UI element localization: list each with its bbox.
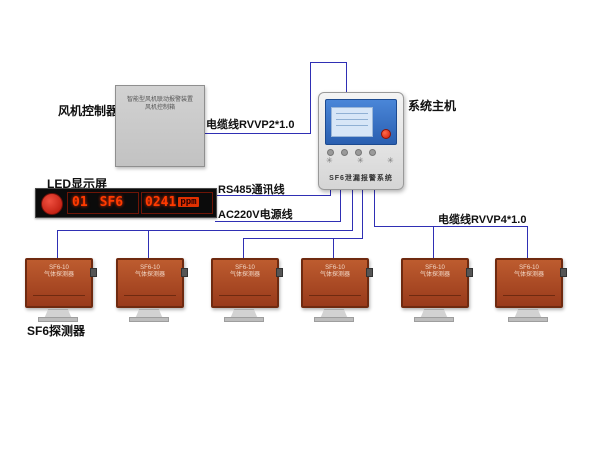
host-buttons xyxy=(327,149,395,156)
system-host-label: 系统主机 xyxy=(408,99,457,113)
detector-connector xyxy=(466,268,473,277)
wire-host-down xyxy=(374,188,375,227)
system-host-device: SF6泄漏报警系统 xyxy=(318,92,404,190)
detector-connector xyxy=(276,268,283,277)
ac220v-label: AC220V电源线 xyxy=(218,209,293,221)
brand-logo-icon xyxy=(41,193,63,215)
wire-rs485 xyxy=(215,195,330,196)
detector-connector xyxy=(90,268,97,277)
wire-host-down xyxy=(352,188,353,231)
detector-stand-base xyxy=(414,317,454,322)
wire-bus-left xyxy=(57,230,353,231)
wire-host-down xyxy=(362,188,363,239)
wire-fan-to-host xyxy=(346,62,347,92)
sf6-detector-5: SF6-10 气体探测器 xyxy=(401,258,473,308)
host-button[interactable] xyxy=(341,149,348,156)
detector-groove xyxy=(309,295,361,296)
wire-ac220v xyxy=(215,221,340,222)
fan-controller-box-text: 智能型风机联动报警装置 xyxy=(126,97,193,103)
rs485-label: RS485通讯线 xyxy=(218,184,285,196)
cable-rvvp2-label: 电缆线RVVP2*1.0 xyxy=(206,119,295,131)
sf6-detector-4: SF6-10 气体探测器 xyxy=(301,258,373,308)
wire-bus-mid xyxy=(243,238,363,239)
wire-drop-detector-2 xyxy=(148,230,149,258)
led-channel-value: 01 xyxy=(72,195,88,210)
led-display-label: LED显示屏 xyxy=(47,177,108,191)
detector-connector xyxy=(366,268,373,277)
detector-name: 气体探测器 xyxy=(43,272,74,278)
vent-icon xyxy=(326,157,333,165)
detector-groove xyxy=(124,295,176,296)
wire-drop-detector-5 xyxy=(433,226,434,258)
led-gas-value: SF6 xyxy=(99,195,124,210)
sf6-detector-label: SF6探测器 xyxy=(27,324,86,338)
host-screen xyxy=(325,99,397,145)
cable-rvvp4-label: 电缆线RVVP4*1.0 xyxy=(438,214,527,226)
detector-name: 气体探测器 xyxy=(134,272,165,278)
sf6-detector-3: SF6-10 气体探测器 xyxy=(211,258,283,308)
sf6-detector-1: SF6-10 气体探测器 xyxy=(25,258,97,308)
detector-stand-base xyxy=(129,317,169,322)
led-reading-value: 0241 xyxy=(145,195,177,210)
detector-stand-base xyxy=(314,317,354,322)
wire-drop-detector-1 xyxy=(57,230,58,258)
wire-bus-right xyxy=(374,226,527,227)
vent-icon xyxy=(387,157,394,165)
host-device-name: SF6泄漏报警系统 xyxy=(329,175,393,182)
wire-fan-to-host xyxy=(310,62,311,134)
detector-connector xyxy=(181,268,188,277)
detector-stand-base xyxy=(224,317,264,322)
detector-name: 气体探测器 xyxy=(419,272,450,278)
detector-connector xyxy=(560,268,567,277)
fan-controller-box-text: 风机控制箱 xyxy=(144,105,175,111)
host-button[interactable] xyxy=(355,149,362,156)
detector-groove xyxy=(503,295,555,296)
detector-groove xyxy=(33,295,85,296)
wire-drop-detector-6 xyxy=(527,226,528,258)
sf6-detector-6: SF6-10 气体探测器 xyxy=(495,258,567,308)
wire-drop-detector-4 xyxy=(333,238,334,258)
detector-model: SF6-10 xyxy=(325,265,345,271)
vent-icon xyxy=(357,157,364,165)
host-button[interactable] xyxy=(327,149,334,156)
detector-name: 气体探测器 xyxy=(319,272,350,278)
wire-ac220v xyxy=(340,188,341,222)
led-unit-badge: ppm xyxy=(178,197,199,207)
wire-drop-detector-3 xyxy=(243,238,244,258)
detector-model: SF6-10 xyxy=(49,265,69,271)
detector-name: 气体探测器 xyxy=(513,272,544,278)
host-button[interactable] xyxy=(369,149,376,156)
wire-fan-to-host xyxy=(203,133,310,134)
led-channel-segment: 01 SF6 xyxy=(67,192,139,214)
detector-stand-base xyxy=(38,317,78,322)
wire-fan-to-host xyxy=(310,62,346,63)
detector-groove xyxy=(219,295,271,296)
alarm-indicator-icon xyxy=(381,129,391,139)
fan-controller-label: 风机控制器 xyxy=(58,104,119,118)
detector-groove xyxy=(409,295,461,296)
detector-stand-base xyxy=(508,317,548,322)
wire-rs485 xyxy=(330,188,331,196)
host-screen-panel xyxy=(331,107,373,137)
detector-model: SF6-10 xyxy=(519,265,539,271)
sf6-detector-2: SF6-10 气体探测器 xyxy=(116,258,188,308)
detector-name: 气体探测器 xyxy=(229,272,260,278)
detector-model: SF6-10 xyxy=(425,265,445,271)
detector-model: SF6-10 xyxy=(235,265,255,271)
detector-model: SF6-10 xyxy=(140,265,160,271)
fan-controller-box: 智能型风机联动报警装置 风机控制箱 xyxy=(115,85,205,167)
